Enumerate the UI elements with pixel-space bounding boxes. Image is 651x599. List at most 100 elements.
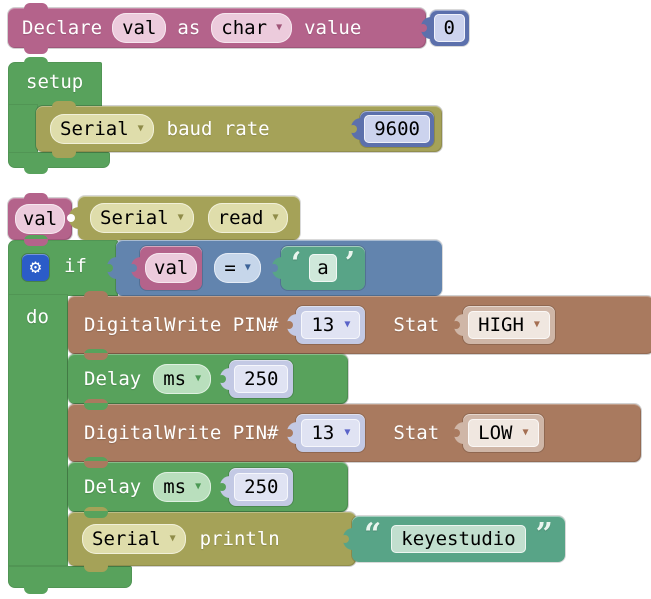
do-label: do — [26, 306, 49, 328]
serial-port-dropdown[interactable]: Serial ▼ — [50, 114, 154, 144]
unit-text: ms — [163, 368, 187, 390]
variable-name-text: val — [154, 257, 189, 279]
serial-read-block[interactable]: Serial ▼ read ▼ — [67, 196, 301, 240]
operator-dropdown[interactable]: = ▼ — [214, 253, 261, 283]
serial-port-dropdown[interactable]: Serial ▼ — [82, 524, 186, 554]
char-block[interactable]: ‘ a ’ — [269, 246, 366, 290]
setup-block-footer[interactable] — [8, 152, 110, 174]
setup-label: setup — [26, 71, 84, 93]
puzzle-tab — [129, 257, 141, 279]
stat-dropdown[interactable]: HIGH ▼ — [468, 311, 550, 339]
unit-dropdown[interactable]: ms ▼ — [153, 364, 212, 394]
unit-text: ms — [163, 476, 187, 498]
number-block-zero[interactable]: 0 — [418, 10, 469, 46]
puzzle-tab — [452, 314, 465, 336]
pin-block[interactable]: 13 ▼ — [285, 306, 366, 344]
serial-port-text: Serial — [100, 207, 169, 229]
if-label: if — [64, 255, 87, 277]
digitalwrite-block-low[interactable]: DigitalWrite PIN# 13 ▼ Stat LOW ▼ — [68, 399, 641, 468]
serial-baud-rate-block[interactable]: Serial ▼ baud rate 9600 — [36, 101, 442, 158]
variable-name-field[interactable]: val — [14, 204, 66, 234]
string-block[interactable]: “ keyestudio ” — [341, 516, 565, 562]
number-value[interactable]: 9600 — [364, 115, 430, 143]
puzzle-tab — [349, 118, 362, 140]
number-block-delay[interactable]: 250 — [218, 360, 294, 398]
puzzle-tab — [341, 528, 353, 550]
operator-text: = — [224, 257, 236, 279]
value-label: value — [304, 17, 362, 39]
number-value[interactable]: 250 — [234, 365, 289, 393]
if-block-footer[interactable] — [8, 566, 132, 594]
number-block-delay[interactable]: 250 — [218, 468, 294, 506]
number-value[interactable]: 0 — [433, 14, 465, 42]
pin-dropdown[interactable]: 13 ▼ — [301, 419, 361, 447]
digitalwrite-label: DigitalWrite PIN# — [84, 314, 279, 336]
pin-dropdown[interactable]: 13 ▼ — [301, 311, 361, 339]
string-value[interactable]: keyestudio — [391, 525, 526, 553]
compare-block[interactable]: val = ▼ ‘ a ’ — [105, 240, 442, 296]
type-dropdown[interactable]: char ▼ — [211, 13, 293, 43]
variable-value-block[interactable]: val — [129, 246, 203, 290]
delay-block-1[interactable]: Delay ms ▼ 250 — [68, 349, 348, 410]
unit-dropdown[interactable]: ms ▼ — [153, 472, 212, 502]
dropdown-arrow-icon: ▼ — [169, 533, 176, 544]
puzzle-tab — [269, 257, 282, 279]
puzzle-tab — [105, 257, 117, 279]
dropdown-arrow-icon: ▼ — [522, 427, 529, 438]
pin-text: 13 — [311, 314, 335, 336]
dropdown-arrow-icon: ▼ — [195, 481, 202, 492]
dropdown-arrow-icon: ▼ — [276, 22, 283, 33]
pin-block[interactable]: 13 ▼ — [285, 414, 366, 452]
stat-block[interactable]: LOW ▼ — [452, 414, 544, 452]
serial-method-dropdown[interactable]: read ▼ — [207, 203, 289, 233]
digitalwrite-block-high[interactable]: DigitalWrite PIN# 13 ▼ Stat HIGH ▼ — [68, 291, 651, 360]
setup-block-body[interactable] — [8, 104, 38, 154]
gear-glyph: ⚙ — [29, 256, 42, 278]
puzzle-tab — [285, 314, 298, 336]
puzzle-tab — [218, 368, 231, 390]
dropdown-arrow-icon: ▼ — [244, 262, 251, 273]
serial-port-dropdown[interactable]: Serial ▼ — [90, 203, 194, 233]
number-block-baud[interactable]: 9600 — [349, 111, 434, 147]
puzzle-tab — [418, 17, 431, 39]
dropdown-arrow-icon: ▼ — [533, 319, 540, 330]
variable-name-field[interactable]: val — [112, 13, 167, 43]
as-label: as — [177, 17, 201, 39]
stat-text: HIGH — [478, 314, 524, 336]
assign-variable-block[interactable]: val — [8, 193, 72, 246]
pin-text: 13 — [311, 422, 335, 444]
stat-label: Stat — [393, 422, 440, 444]
delay-label: Delay — [84, 368, 142, 390]
setup-block-header[interactable]: setup — [8, 57, 102, 108]
serial-println-block[interactable]: Serial ▼ println — [68, 507, 356, 572]
serial-port-text: Serial — [92, 528, 161, 550]
variable-name-text: val — [122, 17, 157, 39]
variable-name-text: val — [22, 208, 58, 230]
variable-name-field[interactable]: val — [145, 253, 198, 283]
puzzle-tab — [67, 207, 79, 229]
dropdown-arrow-icon: ▼ — [195, 373, 202, 384]
delay-block-2[interactable]: Delay ms ▼ 250 — [68, 457, 348, 518]
digitalwrite-label: DigitalWrite PIN# — [84, 422, 279, 444]
stat-label: Stat — [393, 314, 440, 336]
stat-block[interactable]: HIGH ▼ — [452, 306, 555, 344]
if-block-do-body[interactable]: do — [8, 294, 68, 566]
dropdown-arrow-icon: ▼ — [137, 123, 144, 134]
char-value[interactable]: a — [309, 254, 337, 282]
delay-label: Delay — [84, 476, 142, 498]
baud-rate-label: baud rate — [166, 118, 270, 140]
gear-icon[interactable]: ⚙ — [22, 254, 49, 281]
puzzle-tab — [452, 422, 465, 444]
serial-method-text: read — [217, 207, 264, 229]
number-value[interactable]: 250 — [234, 473, 289, 501]
dropdown-arrow-icon: ▼ — [272, 212, 279, 223]
if-block-header[interactable]: ⚙ if — [8, 235, 118, 296]
puzzle-tab — [285, 422, 298, 444]
declare-variable-block[interactable]: Declare val as char ▼ value 0 — [8, 3, 469, 54]
type-text: char — [221, 17, 268, 39]
dropdown-arrow-icon: ▼ — [344, 427, 351, 438]
stat-dropdown[interactable]: LOW ▼ — [468, 419, 539, 447]
stat-text: LOW — [478, 422, 513, 444]
println-label: println — [199, 528, 280, 550]
